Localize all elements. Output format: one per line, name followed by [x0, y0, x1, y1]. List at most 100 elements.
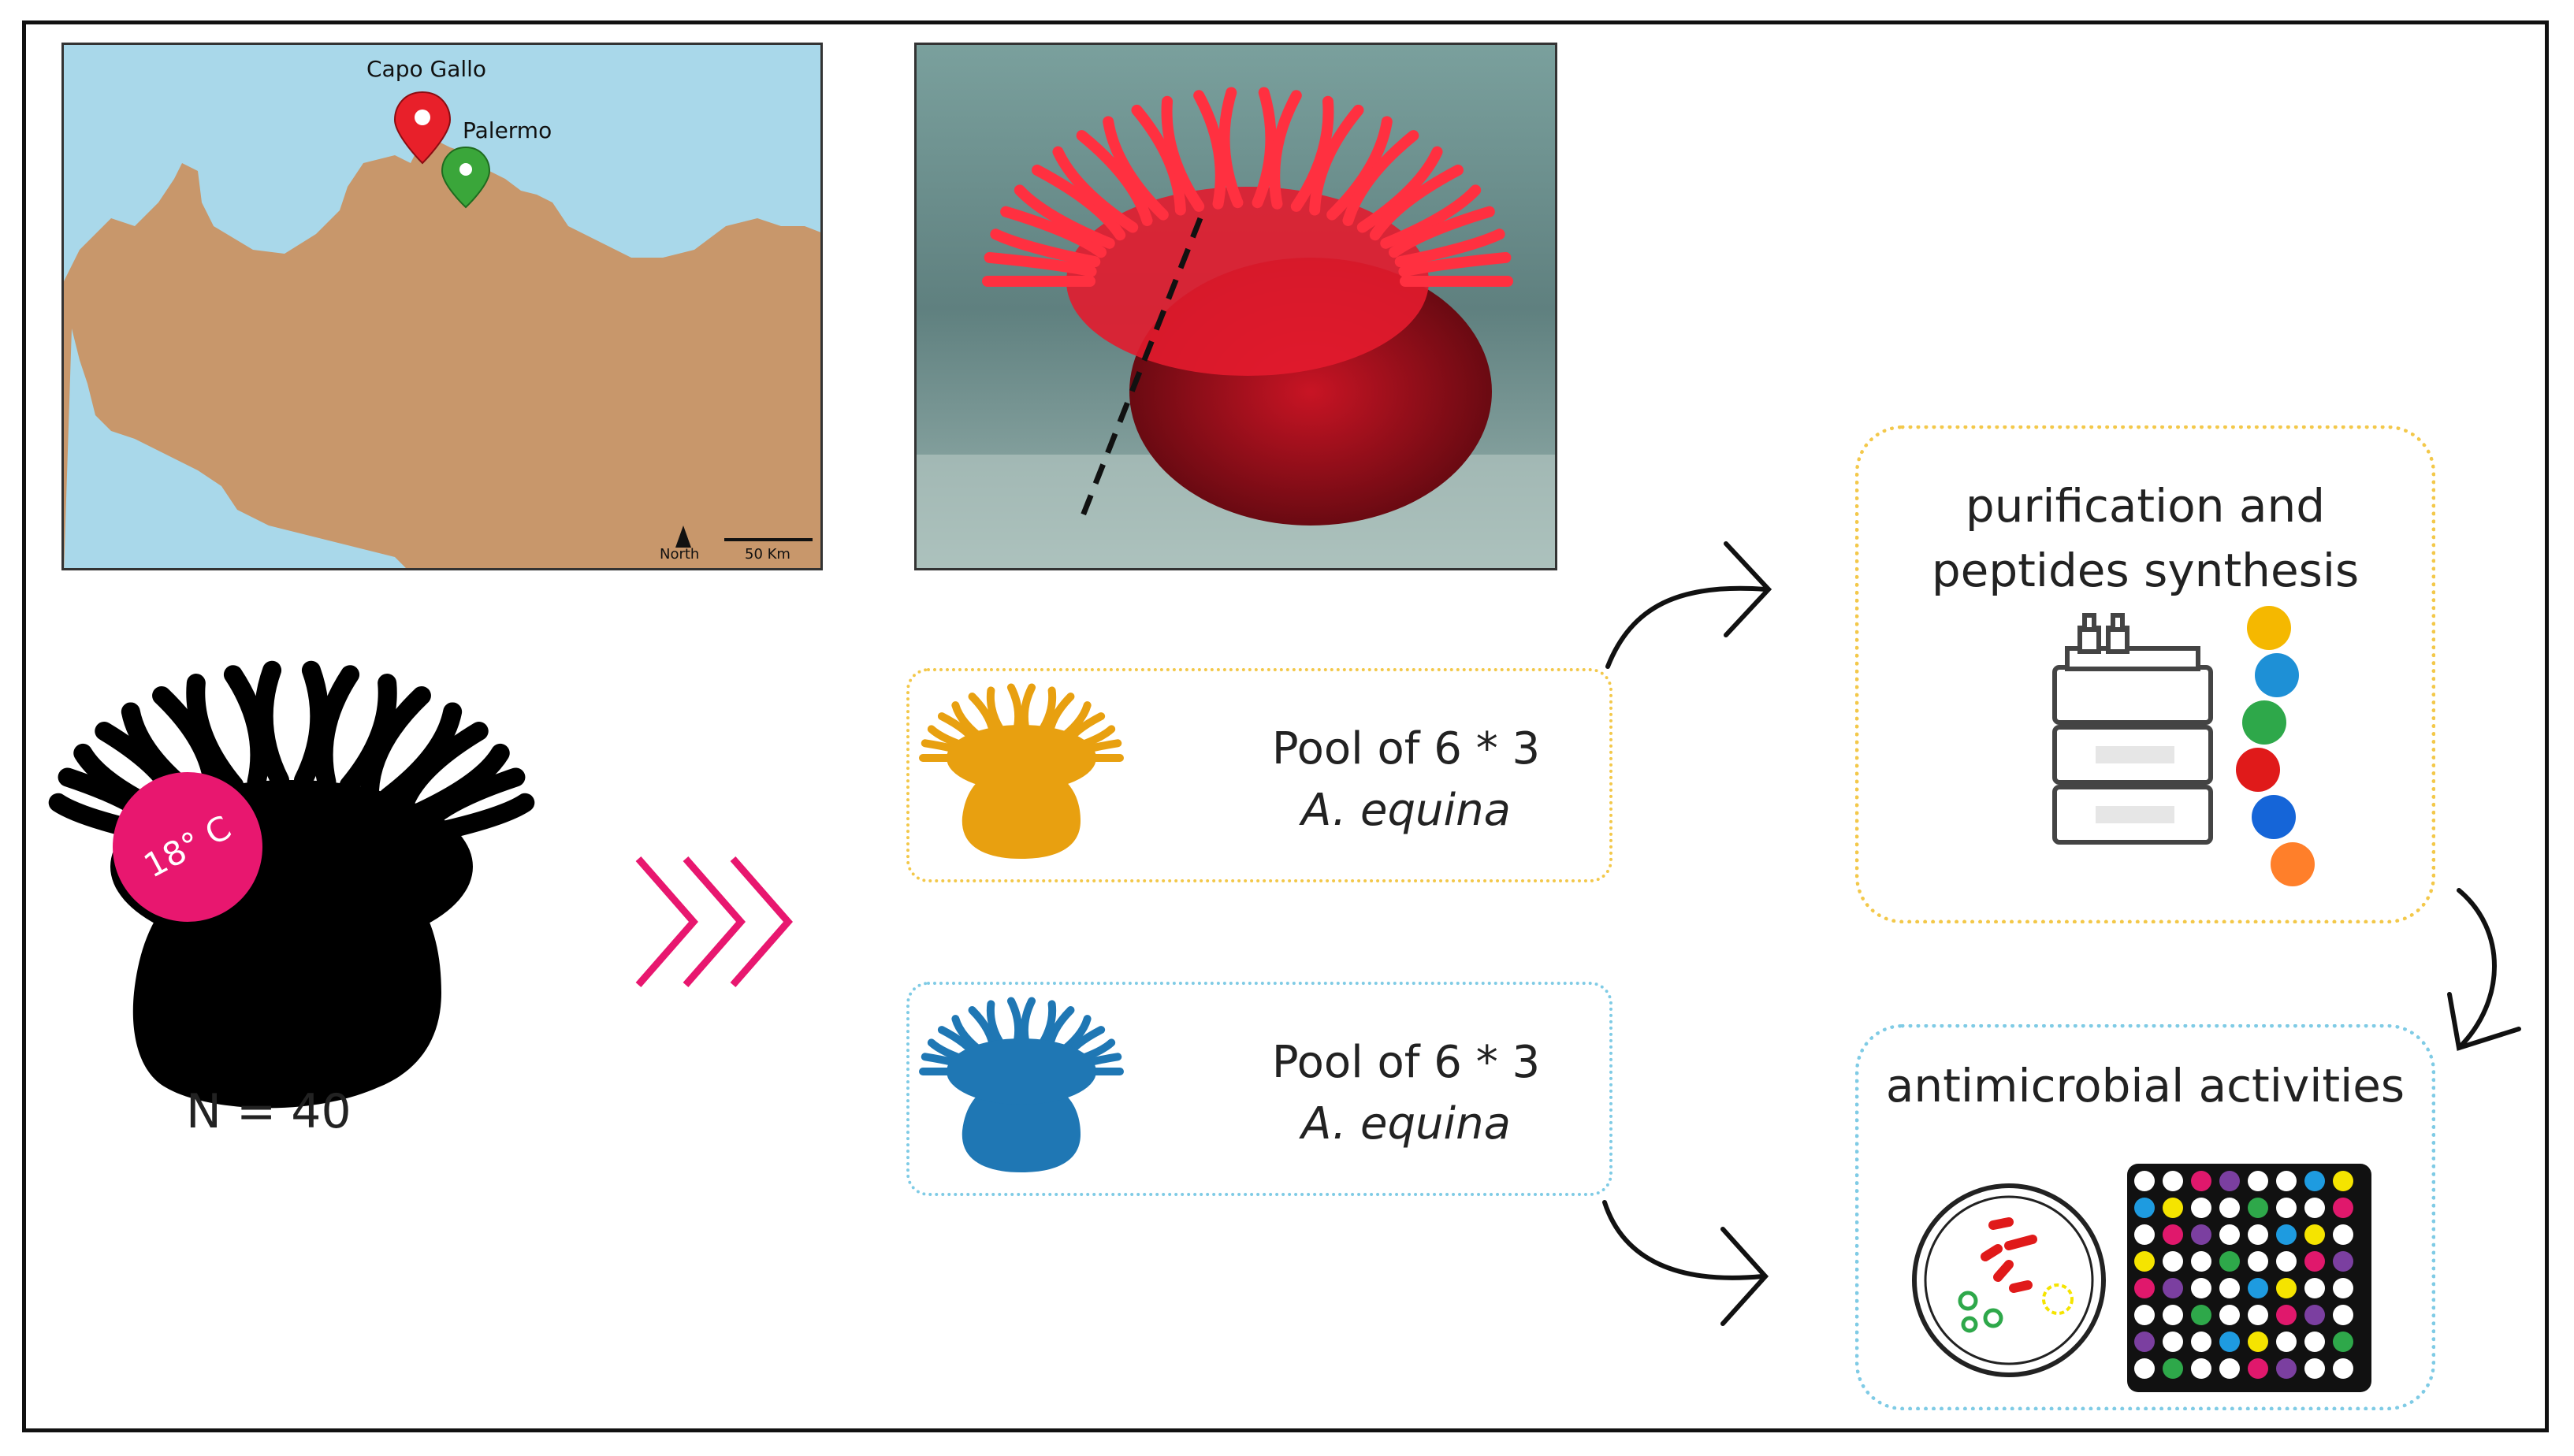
- map-panel: Capo Gallo Palermo North 50 Km: [61, 43, 823, 570]
- plate-well: [2248, 1278, 2268, 1298]
- tentacle: [359, 685, 431, 800]
- plate-well: [2276, 1251, 2297, 1272]
- plate-well: [2191, 1278, 2211, 1298]
- tentacle: [1269, 90, 1302, 210]
- plate-well: [2134, 1251, 2155, 1272]
- plate-well: [2248, 1251, 2268, 1272]
- tentacle: [1131, 104, 1186, 216]
- plate-well: [2248, 1198, 2268, 1218]
- plate-well: [2248, 1224, 2268, 1245]
- plate-well: [2333, 1278, 2353, 1298]
- plate-well: [2134, 1278, 2155, 1298]
- plate-well: [2219, 1358, 2240, 1379]
- plate-well: [2304, 1358, 2325, 1379]
- pool-label: Pool of 6 * 3: [1271, 723, 1541, 774]
- peptide-bead: [2271, 842, 2315, 886]
- plate-well: [2276, 1278, 2297, 1298]
- anemone-photo: [914, 43, 1557, 570]
- scale-label: 50 Km: [745, 546, 790, 563]
- plate-well: [2134, 1305, 2155, 1325]
- antimicrobial-title: antimicrobial activities: [1885, 1059, 2405, 1112]
- plate-well: [2219, 1305, 2240, 1325]
- plate-well: [2191, 1358, 2211, 1379]
- plate-well: [2333, 1224, 2353, 1245]
- well-plate-icon: [2127, 1164, 2371, 1392]
- plate-well: [2276, 1358, 2297, 1379]
- plate-well: [2191, 1198, 2211, 1218]
- petri-dish-icon: [1912, 1183, 2106, 1377]
- pool-box-yellow: Pool of 6 * 3 A. equina: [906, 668, 1612, 882]
- plate-well: [2219, 1251, 2240, 1272]
- sicily-map: [64, 91, 820, 568]
- plate-well: [2276, 1198, 2297, 1218]
- species-label: A. equina: [1301, 1098, 1511, 1150]
- tentacle: [1014, 184, 1115, 249]
- plate-well: [2134, 1332, 2155, 1352]
- plate-well: [2134, 1198, 2155, 1218]
- pool-text-blue: Pool of 6 * 3 A. equina: [1209, 1032, 1603, 1155]
- plate-well: [2248, 1171, 2268, 1191]
- tentacle: [1000, 206, 1107, 258]
- tentacle: [1356, 146, 1443, 233]
- plate-well: [2248, 1305, 2268, 1325]
- tentacle: [1161, 95, 1205, 212]
- plate-well: [2304, 1251, 2325, 1272]
- plate-well: [2191, 1305, 2211, 1325]
- plate-well: [2304, 1332, 2325, 1352]
- plate-well: [2163, 1278, 2183, 1298]
- tentacle: [1388, 206, 1495, 258]
- tentacle: [1076, 130, 1153, 226]
- tentacle: [1342, 130, 1419, 226]
- peptide-bead: [2242, 700, 2286, 745]
- plate-well: [2333, 1358, 2353, 1379]
- map-label-palermo: Palermo: [463, 117, 552, 143]
- land-mass: [64, 139, 820, 568]
- capo-gallo-pin-icon: [393, 91, 452, 165]
- north-label: North: [660, 546, 700, 563]
- plate-well: [2333, 1332, 2353, 1352]
- palermo-pin-icon: [441, 146, 491, 209]
- purification-title-line2: peptides synthesis: [1931, 544, 2360, 597]
- plate-well: [2304, 1278, 2325, 1298]
- plate-well: [2304, 1171, 2325, 1191]
- plate-well: [2163, 1251, 2183, 1272]
- tentacle: [1032, 164, 1126, 241]
- tentacle: [1394, 228, 1505, 268]
- anemone-blue-icon: [919, 997, 1124, 1172]
- pool-text-yellow: Pool of 6 * 3 A. equina: [1209, 719, 1603, 841]
- tentacle: [1380, 184, 1482, 249]
- plate-well: [2333, 1305, 2353, 1325]
- tentacle: [1193, 90, 1226, 210]
- antimicrobial-box: antimicrobial activities: [1855, 1024, 2435, 1410]
- plate-well: [2163, 1171, 2183, 1191]
- anemone-yellow-icon: [919, 683, 1124, 859]
- chevrons-arrow-icon: [635, 856, 793, 987]
- plate-well: [2276, 1224, 2297, 1245]
- plate-well: [2333, 1251, 2353, 1272]
- plate-well: [2163, 1305, 2183, 1325]
- map-label-capo-gallo: Capo Gallo: [366, 56, 487, 82]
- peptide-bead: [2247, 606, 2291, 650]
- plate-well: [2134, 1224, 2155, 1245]
- pool-box-blue: Pool of 6 * 3 A. equina: [906, 982, 1612, 1196]
- north-arrow-icon: [675, 526, 691, 548]
- peptide-bead: [2236, 748, 2280, 792]
- plate-well: [2191, 1251, 2211, 1272]
- plate-well: [2248, 1332, 2268, 1352]
- tentacle: [1252, 87, 1277, 209]
- tentacle: [1103, 116, 1169, 221]
- hplc-instrument-icon: [2052, 606, 2315, 886]
- tentacle: [1369, 164, 1464, 241]
- plate-well: [2276, 1305, 2297, 1325]
- tentacle: [1290, 95, 1334, 212]
- tentacle: [1398, 251, 1512, 277]
- temperature-badge: 18° C: [113, 772, 262, 922]
- tentacle: [1309, 104, 1364, 216]
- sample-count: N = 40: [186, 1084, 352, 1139]
- tentacle: [1326, 116, 1393, 221]
- plate-well: [2333, 1171, 2353, 1191]
- plate-well: [2191, 1332, 2211, 1352]
- tentacle: [984, 251, 1097, 277]
- plate-well: [2163, 1358, 2183, 1379]
- tentacle: [990, 228, 1101, 268]
